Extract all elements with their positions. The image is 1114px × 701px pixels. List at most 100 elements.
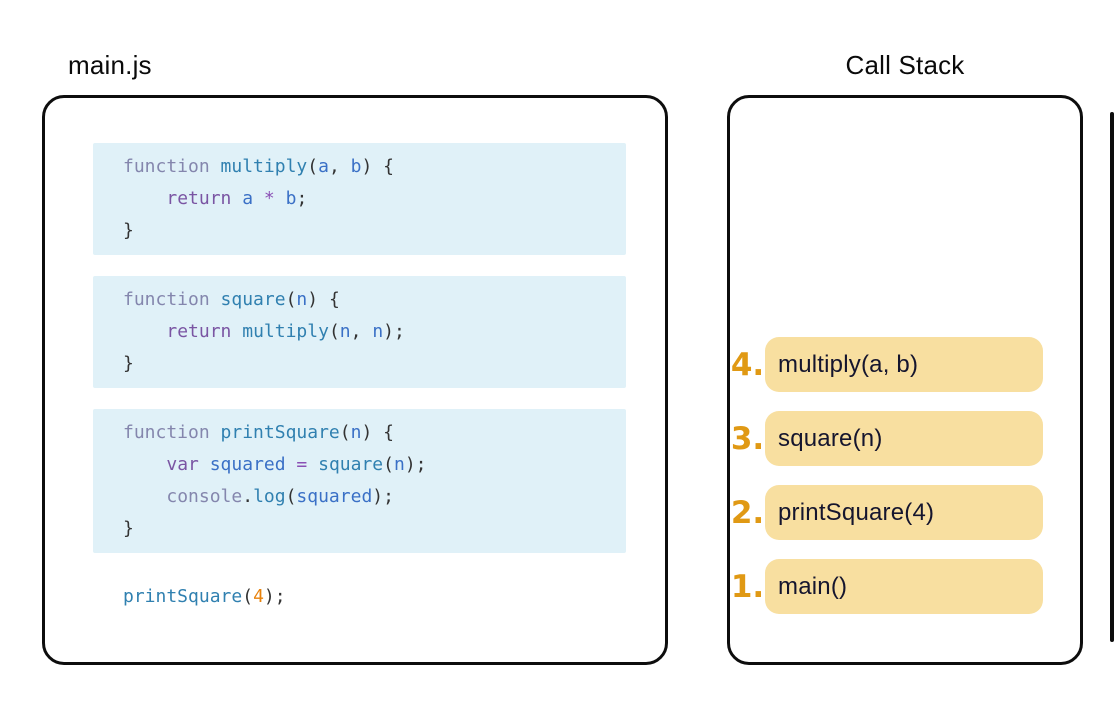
code-blocks: function multiply(a, b) { return a * b;}… bbox=[93, 143, 626, 553]
stack-frame-label: multiply(a, b) bbox=[778, 350, 919, 378]
code-token: , bbox=[328, 156, 351, 177]
call-stack-panel: 4. multiply(a, b) 3. square(n) 2. printSquare… bbox=[727, 95, 1083, 665]
stack-frame-pill: printSquare(4) bbox=[765, 485, 1043, 540]
code-token: } bbox=[123, 518, 134, 539]
code-token: multiply bbox=[220, 156, 308, 177]
code-token: return bbox=[166, 321, 232, 342]
code-token: a bbox=[242, 188, 254, 209]
code-token bbox=[286, 454, 297, 475]
code-token bbox=[307, 454, 318, 475]
code-token bbox=[123, 454, 166, 475]
code-line: return a * b; bbox=[123, 183, 626, 215]
code-line: function printSquare(n) { bbox=[123, 417, 626, 449]
code-token: ( bbox=[328, 321, 340, 342]
code-token: = bbox=[296, 454, 308, 475]
code-line: return multiply(n, n); bbox=[123, 316, 626, 348]
code-token bbox=[123, 188, 166, 209]
file-title: main.js bbox=[68, 50, 152, 80]
code-token: ); bbox=[372, 486, 394, 507]
code-token: ); bbox=[404, 454, 427, 475]
code-token: n bbox=[350, 422, 362, 443]
code-line: } bbox=[123, 513, 626, 545]
code-token: ) { bbox=[307, 289, 340, 310]
code-token: printSquare bbox=[220, 422, 340, 443]
code-token bbox=[231, 321, 242, 342]
code-token: * bbox=[263, 188, 275, 209]
code-token: ); bbox=[383, 321, 405, 342]
stack-frame: 3. square(n) bbox=[730, 411, 1043, 466]
code-token: ); bbox=[263, 586, 286, 607]
stack-frame-number: 4. bbox=[730, 346, 765, 383]
code-token: ) { bbox=[361, 422, 394, 443]
call-stack-frames: 4. multiply(a, b) 3. square(n) 2. printSquare… bbox=[730, 337, 1043, 614]
code-token bbox=[123, 486, 166, 507]
code-token: multiply bbox=[242, 321, 329, 342]
code-token: ( bbox=[307, 156, 319, 177]
stack-frame-pill: main() bbox=[765, 559, 1043, 614]
code-token bbox=[199, 454, 210, 475]
stack-frame-number: 3. bbox=[730, 420, 765, 457]
call-stack-title: Call Stack bbox=[845, 50, 965, 80]
code-token: 4 bbox=[253, 586, 264, 607]
code-token: n bbox=[296, 289, 308, 310]
code-token bbox=[253, 188, 264, 209]
code-token: ( bbox=[339, 422, 351, 443]
stack-frame-label: square(n) bbox=[778, 424, 883, 452]
code-token bbox=[231, 188, 242, 209]
code-token bbox=[210, 289, 221, 310]
code-token: n bbox=[372, 321, 384, 342]
code-token: function bbox=[123, 289, 210, 310]
code-token: ) { bbox=[361, 156, 394, 177]
code-line: } bbox=[123, 348, 626, 380]
stack-frame: 2. printSquare(4) bbox=[730, 485, 1043, 540]
code-token: ( bbox=[285, 289, 297, 310]
stack-frame-label: printSquare(4) bbox=[778, 498, 935, 526]
code-line: var squared = square(n); bbox=[123, 449, 626, 481]
code-area: function multiply(a, b) { return a * b;}… bbox=[93, 143, 626, 613]
code-token: a bbox=[318, 156, 329, 177]
code-token bbox=[210, 422, 221, 443]
stack-frame: 4. multiply(a, b) bbox=[730, 337, 1043, 392]
code-token: square bbox=[220, 289, 286, 310]
cropped-panel-edge bbox=[1110, 112, 1114, 642]
code-token: b bbox=[350, 156, 362, 177]
code-token: ; bbox=[296, 188, 308, 209]
code-token: return bbox=[166, 188, 232, 209]
code-token: printSquare bbox=[123, 586, 243, 607]
stack-frame-number: 2. bbox=[730, 494, 765, 531]
code-token: function bbox=[123, 422, 210, 443]
code-token: n bbox=[393, 454, 405, 475]
code-token: squared bbox=[296, 486, 373, 507]
call-line: printSquare(4); bbox=[93, 581, 626, 613]
stack-frame-number: 1. bbox=[730, 568, 765, 605]
code-line: console.log(squared); bbox=[123, 481, 626, 513]
code-token bbox=[275, 188, 286, 209]
code-token bbox=[123, 321, 166, 342]
code-token: console bbox=[166, 486, 243, 507]
code-token: square bbox=[318, 454, 384, 475]
stack-frame-pill: square(n) bbox=[765, 411, 1043, 466]
code-block: function multiply(a, b) { return a * b;} bbox=[93, 143, 626, 255]
code-token: n bbox=[339, 321, 351, 342]
code-block: function printSquare(n) { var squared = … bbox=[93, 409, 626, 553]
code-token: log bbox=[253, 486, 286, 507]
code-block: function square(n) { return multiply(n, … bbox=[93, 276, 626, 388]
code-token: var bbox=[166, 454, 199, 475]
code-token: function bbox=[123, 156, 210, 177]
code-token: ( bbox=[285, 486, 297, 507]
stack-frame: 1. main() bbox=[730, 559, 1043, 614]
code-line: function multiply(a, b) { bbox=[123, 151, 626, 183]
code-line: } bbox=[123, 215, 626, 247]
code-panel: function multiply(a, b) { return a * b;}… bbox=[42, 95, 668, 665]
code-token: b bbox=[285, 188, 297, 209]
code-token: . bbox=[242, 486, 254, 507]
stack-frame-label: main() bbox=[778, 572, 848, 600]
code-token: } bbox=[123, 220, 134, 241]
code-line: function square(n) { bbox=[123, 284, 626, 316]
code-token: , bbox=[350, 321, 373, 342]
code-token: } bbox=[123, 353, 134, 374]
stack-frame-pill: multiply(a, b) bbox=[765, 337, 1043, 392]
code-token bbox=[210, 156, 221, 177]
code-token: ( bbox=[242, 586, 254, 607]
code-token: ( bbox=[383, 454, 394, 475]
